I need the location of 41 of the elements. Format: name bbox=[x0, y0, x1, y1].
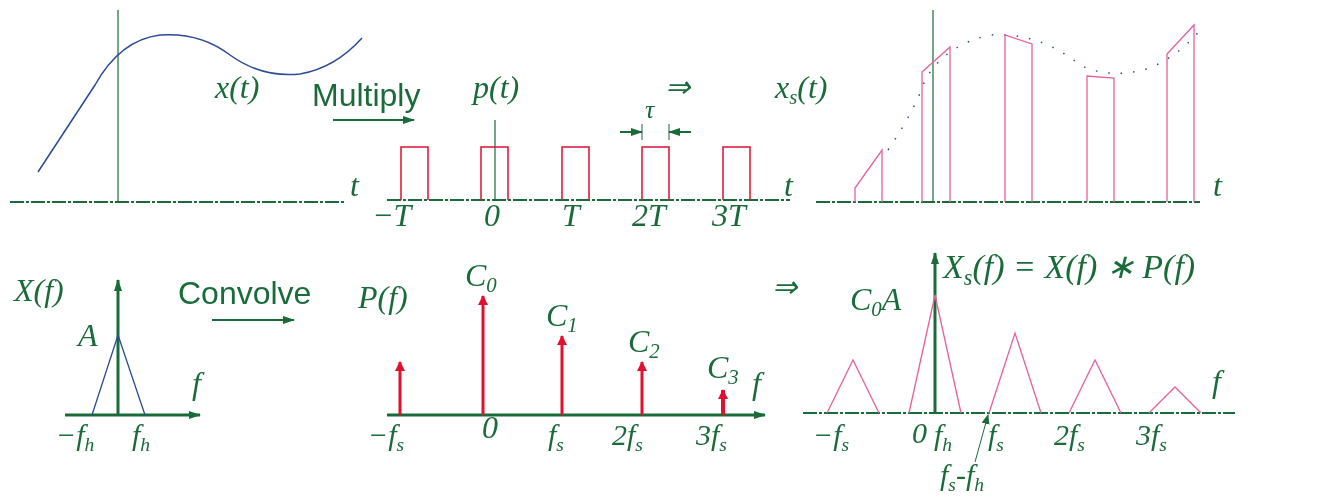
tick-label: f$_{h}$ bbox=[934, 418, 953, 451]
tick-label: −T bbox=[372, 198, 412, 234]
coefficient-label: C$_{0}$ bbox=[465, 258, 497, 294]
axis-label: t bbox=[1213, 168, 1222, 204]
tick-label: 3f$_{s}$ bbox=[696, 418, 727, 451]
tick-label: f$_{s}$ bbox=[548, 418, 564, 451]
annotation-label: f$_{s}$-f$_{h}$ bbox=[940, 458, 984, 491]
tick-label: 3f$_{s}$ bbox=[1136, 418, 1167, 451]
signal-label: X(f) bbox=[14, 273, 64, 309]
peak-label: A bbox=[78, 318, 98, 354]
sampled-spectrum-plot-drawing bbox=[802, 252, 1236, 414]
coefficient-label: C$_{2}$ bbox=[628, 324, 660, 360]
coefficient-label: C$_{1}$ bbox=[546, 298, 578, 334]
tick-label: 2f$_{s}$ bbox=[612, 418, 643, 451]
tick-label: f$_{s}$ bbox=[988, 418, 1004, 451]
coefficient-label: C$_{3}$ bbox=[707, 350, 739, 386]
tick-label: −f$_{s}$ bbox=[368, 418, 405, 451]
pulse-width-label: τ bbox=[645, 96, 655, 125]
axis-label: t bbox=[350, 168, 359, 204]
tick-label: 0 bbox=[482, 410, 498, 446]
operation-label: Convolve bbox=[178, 276, 312, 312]
signal-label: p(t) bbox=[473, 70, 520, 106]
operation-label: Multiply bbox=[312, 78, 421, 114]
leader-line bbox=[974, 414, 990, 463]
signal-label: P(f) bbox=[358, 280, 408, 316]
tick-label: T bbox=[562, 198, 580, 234]
tick-label: f$_{h}$ bbox=[132, 418, 151, 451]
tick-label: 2T bbox=[632, 198, 666, 234]
tick-label: 0 bbox=[912, 416, 927, 449]
axis-label: t bbox=[784, 168, 793, 204]
equation-label: X$_{s}$(f) = X(f) ∗ P(f) bbox=[943, 248, 1196, 286]
signal-label: x(t) bbox=[215, 70, 260, 106]
tick-label: 3T bbox=[712, 198, 746, 234]
implies-symbol: ⇒ bbox=[665, 70, 690, 103]
tick-label: −f$_{h}$ bbox=[56, 418, 95, 451]
implies-symbol: ⇒ bbox=[772, 270, 797, 303]
tick-label: 2f$_{s}$ bbox=[1054, 418, 1085, 451]
tick-label: 0 bbox=[484, 198, 500, 234]
tick-label: −f$_{s}$ bbox=[813, 418, 850, 451]
peak-label: C$_{0}$A bbox=[850, 282, 902, 318]
signal-label: x$_{s}$(t) bbox=[775, 70, 828, 106]
